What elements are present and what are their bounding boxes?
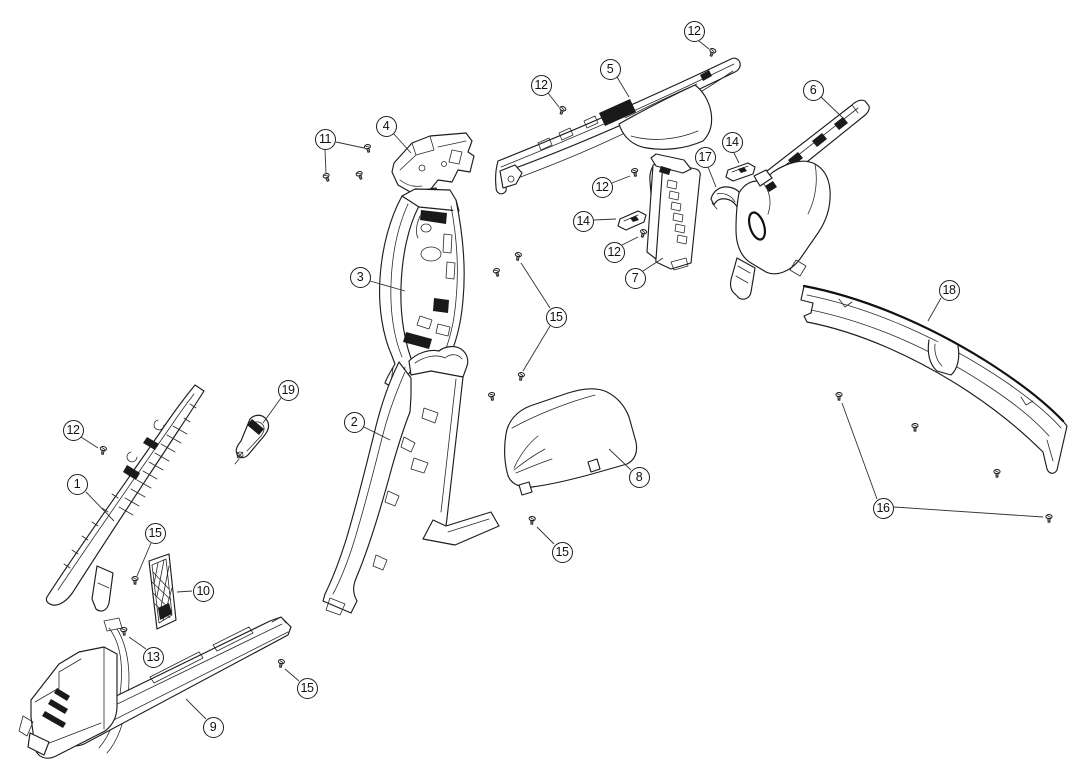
leader-line-7 xyxy=(642,257,664,272)
callout-12-4[interactable]: 12 xyxy=(603,241,625,263)
leader-line-14 xyxy=(733,152,740,164)
callout-12-5[interactable]: 12 xyxy=(62,419,84,441)
leader-line-3 xyxy=(369,280,406,292)
leader-line-17 xyxy=(707,166,717,188)
leader-line-15 xyxy=(520,262,551,309)
part-1-drawing xyxy=(45,384,205,612)
leader-line-16 xyxy=(893,506,1044,518)
part-2-drawing xyxy=(322,345,500,616)
part-14-clip-right xyxy=(725,162,756,182)
leader-line-2 xyxy=(363,426,391,441)
leader-line-12 xyxy=(698,40,710,50)
leader-line-9 xyxy=(185,698,207,720)
callout-12-3[interactable]: 12 xyxy=(591,176,613,198)
part-18-drawing xyxy=(800,284,1068,474)
callout-14-2[interactable]: 14 xyxy=(572,210,594,232)
callout-4[interactable]: 4 xyxy=(375,115,397,137)
callout-7[interactable]: 7 xyxy=(624,267,646,289)
leader-line-12 xyxy=(80,436,99,449)
callout-15-3[interactable]: 15 xyxy=(296,677,318,699)
callout-10[interactable]: 10 xyxy=(192,580,214,602)
part-14-clip-left xyxy=(617,210,647,231)
leader-line-12 xyxy=(621,236,639,246)
leader-line-15 xyxy=(284,668,300,682)
leader-line-13 xyxy=(128,636,147,650)
callout-13[interactable]: 13 xyxy=(142,646,164,668)
leader-line-18 xyxy=(927,297,942,322)
part-9-drawing xyxy=(18,616,292,759)
leader-line-12 xyxy=(611,175,631,184)
leader-line-5 xyxy=(616,76,630,98)
callout-16[interactable]: 16 xyxy=(872,497,894,519)
callout-8[interactable]: 8 xyxy=(628,466,650,488)
part-3-drawing xyxy=(379,188,465,388)
leader-line-4 xyxy=(392,132,412,154)
callout-17[interactable]: 17 xyxy=(694,146,716,168)
leader-line-8 xyxy=(608,448,632,471)
leader-lines xyxy=(80,40,1044,720)
leader-line-15 xyxy=(536,526,555,545)
callout-12-2[interactable]: 12 xyxy=(530,74,552,96)
callout-3[interactable]: 3 xyxy=(349,266,371,288)
callout-1[interactable]: 1 xyxy=(66,473,88,495)
part-6-drawing xyxy=(730,99,870,300)
leader-line-15 xyxy=(136,542,152,577)
callout-18[interactable]: 18 xyxy=(938,279,960,301)
callout-6[interactable]: 6 xyxy=(802,79,824,101)
leader-line-16 xyxy=(841,402,878,500)
part-10-drawing xyxy=(148,553,177,630)
leader-line-11 xyxy=(324,149,327,174)
callout-5[interactable]: 5 xyxy=(599,58,621,80)
callout-14[interactable]: 14 xyxy=(721,131,743,153)
leader-line-10 xyxy=(176,590,193,593)
callout-2[interactable]: 2 xyxy=(343,411,365,433)
callout-15-2[interactable]: 15 xyxy=(144,522,166,544)
leader-line-1 xyxy=(85,491,115,522)
part-7-drawing xyxy=(646,153,701,271)
part-8-drawing xyxy=(504,388,638,496)
leader-line-14 xyxy=(593,218,617,221)
leader-line-6 xyxy=(820,96,844,119)
callout-12[interactable]: 12 xyxy=(683,20,705,42)
callout-11[interactable]: 11 xyxy=(314,128,336,150)
leader-line-19 xyxy=(262,397,282,424)
leader-line-15 xyxy=(522,325,551,372)
callout-15-4[interactable]: 15 xyxy=(551,541,573,563)
callout-9[interactable]: 9 xyxy=(202,716,224,738)
leader-line-11 xyxy=(335,141,365,149)
part-5-drawing xyxy=(495,57,741,195)
callout-15[interactable]: 15 xyxy=(545,306,567,328)
leader-line-12 xyxy=(547,92,560,108)
callout-19[interactable]: 19 xyxy=(277,379,299,401)
part-19-drawing xyxy=(234,414,270,465)
